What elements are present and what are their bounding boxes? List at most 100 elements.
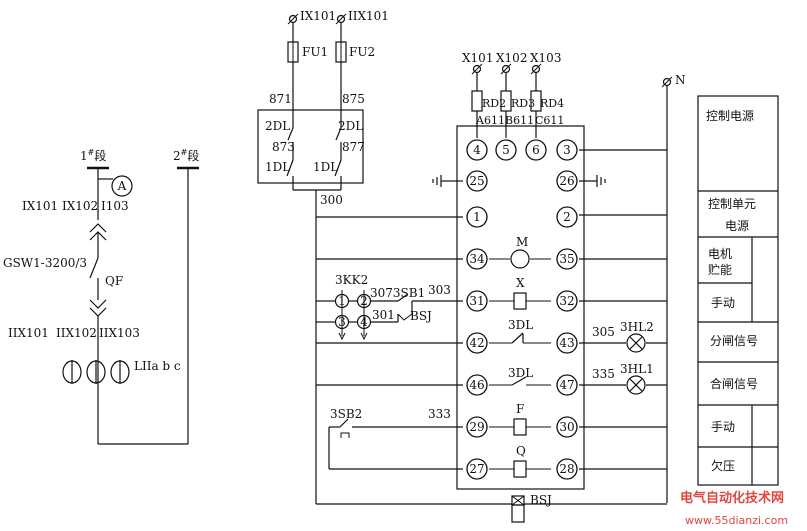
legend-undervoltage: 欠压	[711, 458, 735, 473]
3dl-contact-b-label: 3DL	[508, 366, 533, 380]
terminal-27-num: 27	[469, 462, 484, 476]
fuse-fu1-label: FU1	[302, 45, 328, 59]
fuse-rd4-label: RD4	[540, 97, 564, 110]
primary-circuit: 1#段 2#段 A IX101 IX102 I103 GSW1-3200/3 Q…	[3, 148, 199, 445]
lamp-3hl1-label: 3HL1	[620, 362, 654, 376]
terminal-25	[466, 170, 488, 192]
unit-internals: M X 3DL 3DL F Q	[489, 235, 551, 478]
dl-label-2dl-a: 2DL	[265, 119, 290, 133]
legend-control-power: 控制电源	[706, 109, 754, 123]
terminal-4-num: 4	[473, 143, 481, 157]
terminal-34-num: 34	[469, 252, 485, 266]
line1-label-a: IX101	[22, 199, 58, 213]
terminal-42	[466, 332, 488, 354]
sb1-label: 3073SB1	[370, 286, 425, 300]
fuse-rd2	[471, 90, 483, 112]
line2-label-a: IIX101	[8, 326, 49, 340]
terminal-2-num: 2	[563, 210, 571, 224]
unit-left-wiring: 3SB2 333	[315, 175, 667, 505]
terminal-6	[525, 139, 547, 161]
legend-manual-2: 手动	[711, 420, 735, 434]
watermark-title: 电气自动化技术网	[680, 490, 784, 506]
supply-terminal-2	[336, 14, 346, 24]
neutral-label: N	[675, 73, 686, 87]
terminal-6-num: 6	[532, 143, 540, 157]
dl-label-1dl-a: 1DL	[265, 160, 290, 174]
terminal-26	[556, 170, 578, 192]
wire-877: 877	[342, 140, 365, 154]
q-coil	[513, 460, 527, 478]
terminal-47-num: 47	[559, 378, 574, 392]
3kk2-label: 3KK2	[335, 273, 368, 287]
wire-335: 335	[592, 367, 615, 381]
terminal-35-num: 35	[559, 252, 574, 266]
legend-table: 控制电源 控制单元 电源 电机 贮能 手动 分闸信号 合闸信号 手动 欠压	[697, 95, 779, 486]
wire-305: 305	[592, 325, 615, 339]
x101-terminal	[472, 64, 482, 74]
sb2-label: 3SB2	[330, 407, 362, 421]
unit-right-wiring: 305 3HL2 335 3HL1	[579, 149, 667, 470]
x102-label: X102	[496, 51, 527, 65]
terminal-3	[556, 139, 578, 161]
line1-label-c: I103	[101, 199, 129, 213]
wire-873: 873	[272, 140, 295, 154]
terminal-34	[466, 248, 488, 270]
wire-333: 333	[428, 407, 451, 421]
control-unit-box	[456, 125, 585, 490]
line1-label-b: IX102	[62, 199, 98, 213]
wire-c611: C611	[535, 114, 564, 127]
legend-power: 电源	[725, 219, 749, 233]
breaker-label: QF	[105, 274, 123, 288]
ammeter-label: A	[117, 179, 127, 193]
terminal-4	[466, 139, 488, 161]
wire-301: 301	[372, 308, 395, 322]
lamp-3hl1	[626, 375, 646, 395]
x-coil	[513, 292, 527, 310]
left-terminals: 4 25 1 34 31 42 46 29 27	[466, 139, 488, 480]
breaker-contact	[89, 257, 99, 279]
x-coil-label: X	[516, 276, 525, 290]
terminal-43-num: 43	[559, 336, 574, 350]
wire-303: 303	[428, 283, 451, 297]
watermark-url: www.55dianzi.com	[685, 514, 788, 527]
x103-terminal	[531, 64, 541, 74]
plug-in-contact-bottom	[89, 299, 107, 317]
terminal-2	[556, 206, 578, 228]
dl-label-2dl-b: 2DL	[338, 119, 363, 133]
q-coil-label: Q	[516, 444, 526, 458]
motor-symbol	[510, 249, 530, 269]
f-coil-label: F	[516, 402, 524, 416]
rd-fuses: X101 X102 X103 RD2 RD3 RD4 A611 B611 C61…	[462, 51, 686, 503]
line2-label-b: IIX102	[56, 326, 97, 340]
legend-close-signal: 合闸信号	[710, 376, 758, 391]
power-supply: IX101 IIX101 FU1 FU2 871 875 2DL 2DL 873…	[257, 9, 389, 217]
fuse-rd2-label: RD2	[482, 97, 506, 110]
bsj-coil-label: BSJ	[530, 493, 552, 507]
x103-label: X103	[530, 51, 561, 65]
x101-label: X101	[462, 51, 493, 65]
terminal-46	[466, 374, 488, 396]
wire-875: 875	[342, 92, 365, 106]
terminal-1-num: 1	[473, 210, 481, 224]
ammeter	[111, 175, 133, 197]
supply-label-1: IX101	[300, 9, 336, 23]
dl-label-1dl-b: 1DL	[313, 160, 338, 174]
terminal-26-num: 26	[559, 174, 574, 188]
terminal-42-num: 42	[469, 336, 484, 350]
terminal-47	[556, 374, 578, 396]
terminal-5	[495, 139, 517, 161]
x102-terminal	[501, 64, 511, 74]
breaker-model: GSW1-3200/3	[3, 256, 87, 270]
legend-control-unit: 控制单元	[708, 197, 756, 211]
terminal-31-num: 31	[469, 294, 484, 308]
fuse-rd3-label: RD3	[511, 97, 535, 110]
bus1-label: 1#段	[80, 148, 106, 163]
terminal-30-num: 30	[559, 420, 574, 434]
bsj-coil	[511, 504, 525, 523]
terminal-32-num: 32	[559, 294, 574, 308]
ct-label: LIIa b c	[134, 359, 181, 373]
terminal-46-num: 46	[469, 378, 484, 392]
line2-label-c: IIX103	[99, 326, 140, 340]
bsj-contact-label: BSJ	[410, 309, 432, 323]
